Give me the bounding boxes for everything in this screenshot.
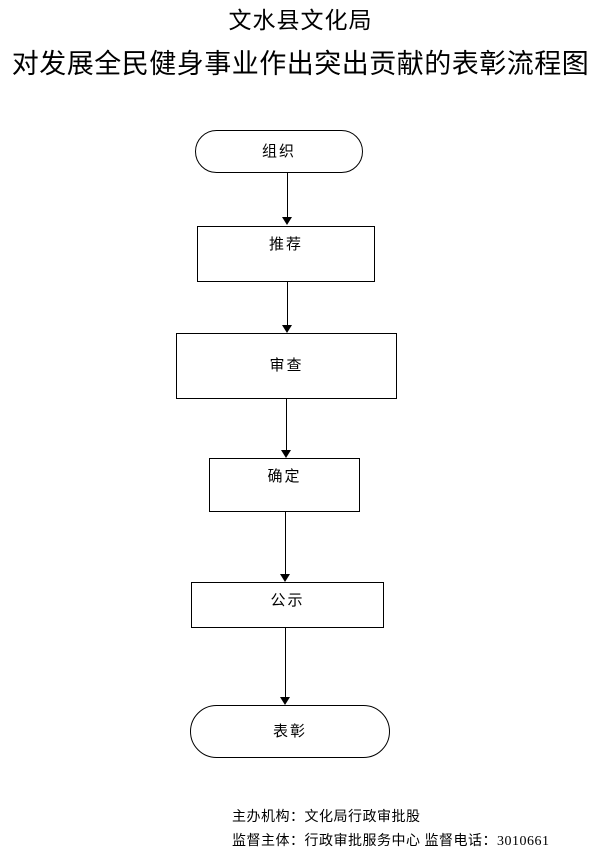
flow-arrow-recommend-to-review [282, 282, 293, 333]
flow-node-confirm: 确定 [209, 458, 360, 512]
flow-node-recommend: 推荐 [197, 226, 375, 282]
footer-supervisor: 监督主体：行政审批服务中心 监督电话：3010661 [232, 834, 550, 849]
flow-node-publicize: 公示 [191, 582, 384, 628]
flow-arrow-confirm-to-publicize [280, 512, 291, 582]
flow-arrow-publicize-to-commend [280, 628, 291, 705]
page-title-line-1: 文水县文化局 [228, 8, 373, 33]
flow-arrow-organize-to-recommend [282, 173, 293, 225]
flow-node-confirm-label: 确定 [267, 469, 302, 485]
footer-block: 主办机构：文化局行政审批股 监督主体：行政审批服务中心 监督电话：3010661 [232, 806, 550, 854]
footer-organizer: 主办机构：文化局行政审批股 [232, 810, 421, 825]
flow-node-commend-label: 表彰 [272, 723, 307, 740]
flow-node-review-label: 审查 [269, 358, 304, 374]
flow-node-organize: 组织 [195, 130, 363, 173]
flow-node-organize-label: 组织 [261, 143, 296, 160]
flow-node-recommend-label: 推荐 [268, 237, 303, 253]
page-title-line-2: 对发展全民健身事业作出突出贡献的表彰流程图 [11, 49, 590, 79]
flow-node-review: 审查 [176, 333, 397, 399]
flow-arrow-review-to-confirm [281, 399, 292, 458]
flow-node-commend: 表彰 [190, 705, 390, 758]
flow-node-publicize-label: 公示 [270, 593, 305, 609]
